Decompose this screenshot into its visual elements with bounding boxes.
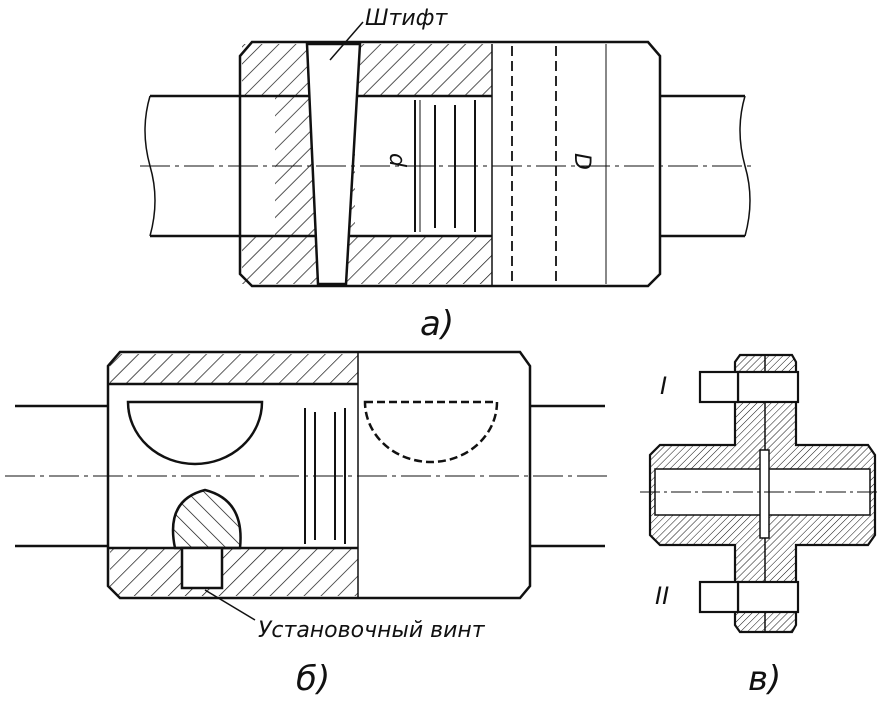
sleeve-b [106, 350, 532, 600]
figure-a [140, 40, 755, 288]
dim-D-label: D [569, 153, 594, 170]
shaft-a [150, 94, 745, 238]
key-left [126, 400, 264, 466]
figure-b [5, 350, 610, 600]
pin-label: Штифт [365, 6, 448, 31]
set-screw-label: Установочный винт [258, 618, 486, 643]
set-screw [180, 546, 224, 590]
key-right [363, 400, 499, 464]
figure-c [640, 353, 878, 634]
caption-b: б) [296, 659, 330, 699]
bolt-II [736, 580, 800, 614]
pin-a [305, 42, 362, 286]
sleeve-a [238, 40, 662, 288]
bolt-II-label: II [655, 582, 669, 610]
shaft-b [15, 404, 605, 548]
caption-c: в) [748, 659, 781, 699]
caption-a: а) [420, 304, 454, 344]
dim-d-label: d [384, 153, 409, 168]
bolt-I-label: I [660, 372, 667, 400]
bolt-I [736, 370, 800, 404]
